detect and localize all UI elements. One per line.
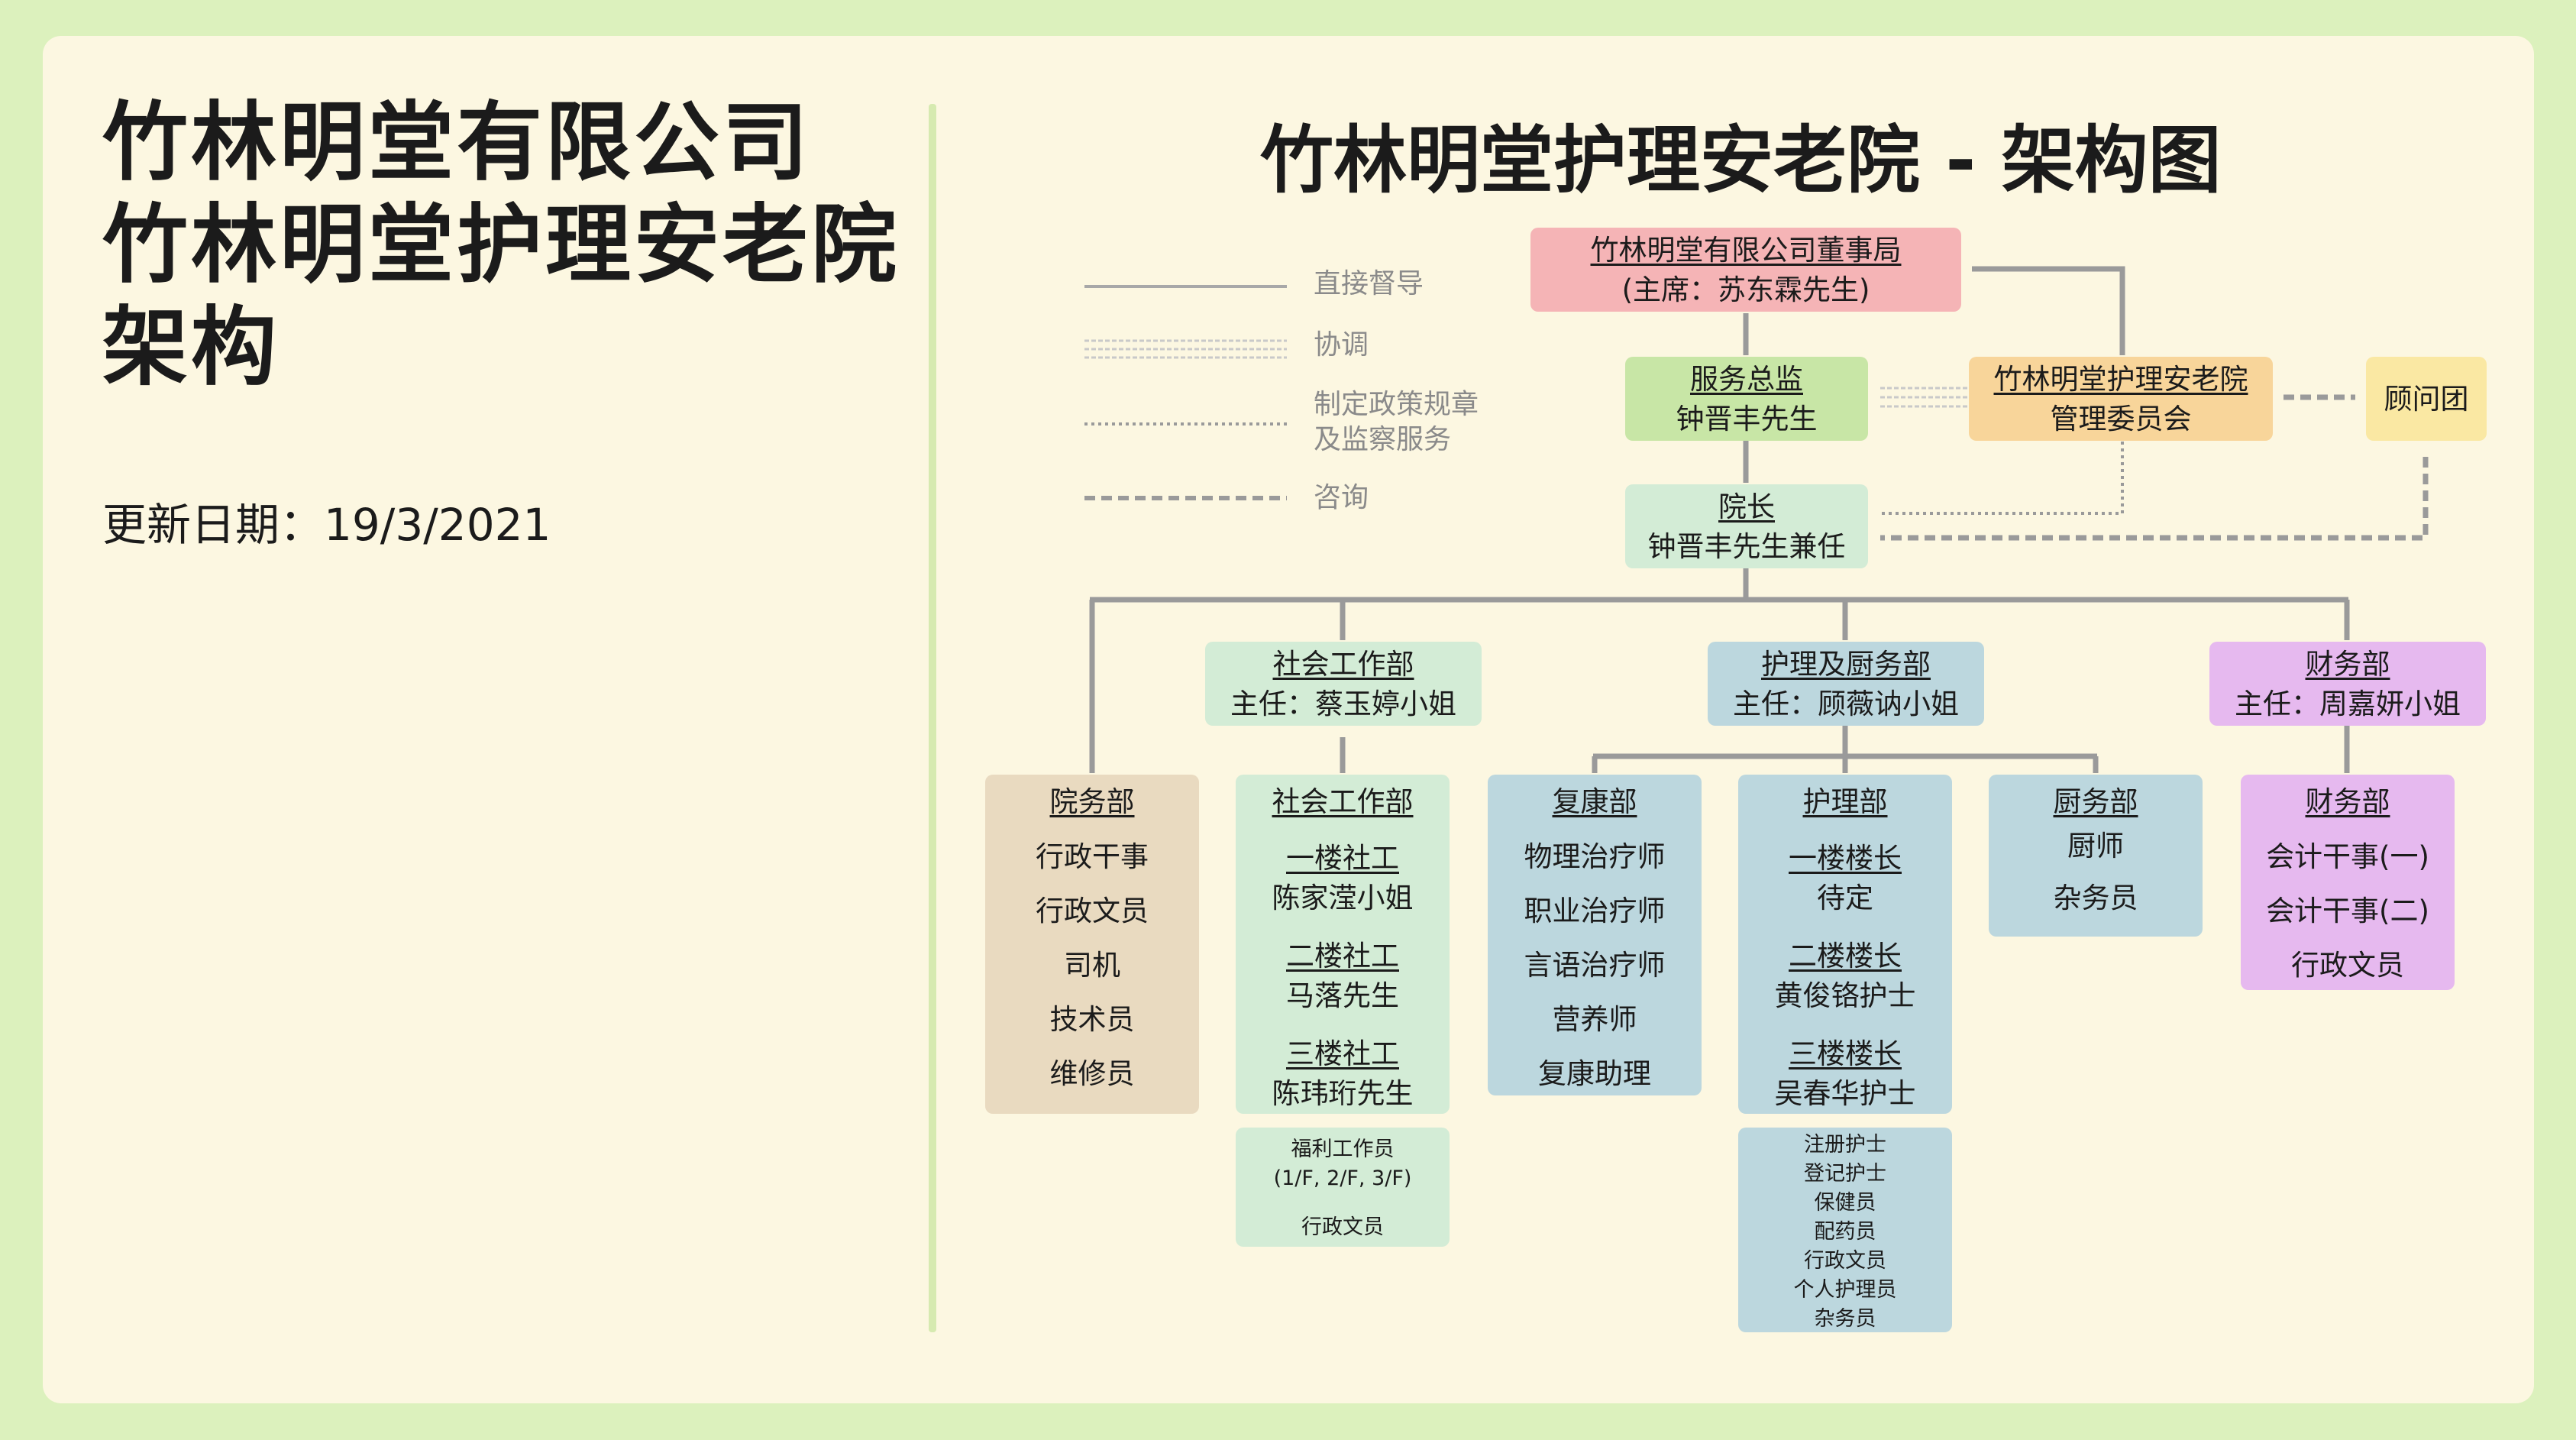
legend-label-consult: 咨询	[1314, 482, 1369, 513]
social-group-name: 马落先生	[1286, 979, 1399, 1012]
nursing-extra-item: 杂务员	[1814, 1307, 1876, 1331]
superintendent-box: 院长 钟晋丰先生兼任	[1625, 484, 1868, 568]
nursing-kitchen-dept-head: 主任：顾薇讷小姐	[1733, 688, 1959, 720]
nursing-unit-title: 护理部	[1802, 785, 1888, 818]
finance-dept-box: 财务部 主任：周嘉妍小姐	[2209, 642, 2486, 726]
superintendent-title: 院长	[1718, 490, 1775, 523]
nursing-extra-item: 注册护士	[1804, 1133, 1886, 1157]
social-dept-head: 主任：蔡玉婷小姐	[1230, 688, 1456, 720]
nursing-extra-item: 保健员	[1814, 1191, 1876, 1215]
service-director-box: 服务总监 钟晋丰先生	[1625, 357, 1868, 441]
nursing-unit-box: 护理部 一楼楼长 待定 二楼楼长 黄俊铬护士 三楼楼长 吴春华护士	[1738, 775, 1952, 1114]
social-extra-box: 福利工作员 (1/F, 2/F, 3/F) 行政文员	[1236, 1128, 1450, 1247]
finance-dept-head: 主任：周嘉妍小姐	[2235, 688, 2461, 720]
advisors-box: 顾问团	[2366, 357, 2487, 441]
committee-box: 竹林明堂护理安老院 管理委员会	[1969, 357, 2273, 441]
nursing-extra-item: 个人护理员	[1793, 1278, 1897, 1302]
title-line-company: 竹林明堂有限公司	[102, 93, 811, 193]
nursing-group-name: 待定	[1817, 882, 1873, 914]
chart-title: 竹林明堂护理安老院 - 架构图	[1260, 118, 2222, 203]
social-dept-title: 社会工作部	[1272, 648, 1414, 681]
social-unit-title: 社会工作部	[1272, 785, 1414, 818]
board-chair: (主席：苏东霖先生)	[1621, 273, 1870, 306]
social-unit-box: 社会工作部 一楼社工 陈家滢小姐 二楼社工 马落先生 三楼社工 陈玮珩先生	[1236, 775, 1450, 1114]
finance-unit-item: 会计干事(一)	[2266, 840, 2429, 873]
rehab-unit-item: 营养师	[1552, 1003, 1637, 1036]
finance-unit-item: 行政文员	[2291, 949, 2404, 982]
legend-label-policy-1: 制定政策规章	[1314, 389, 1479, 420]
social-group-name: 陈家滢小姐	[1272, 882, 1414, 914]
nursing-group-name: 吴春华护士	[1774, 1077, 1916, 1110]
committee-title: 竹林明堂护理安老院	[1993, 363, 2248, 396]
social-extra-item: 行政文员	[1301, 1215, 1384, 1239]
rehab-unit-box: 复康部 物理治疗师 职业治疗师 言语治疗师 营养师 复康助理	[1488, 775, 1702, 1095]
board-box: 竹林明堂有限公司董事局 (主席：苏东霖先生)	[1530, 228, 1961, 312]
title-line-home: 竹林明堂护理安老院	[102, 196, 900, 295]
nursing-extra-item: 配药员	[1814, 1220, 1876, 1244]
admin-unit-title: 院务部	[1049, 785, 1135, 818]
social-extra-floors: (1/F, 2/F, 3/F)	[1273, 1167, 1412, 1190]
vertical-divider	[929, 104, 936, 1332]
social-group-name: 陈玮珩先生	[1272, 1077, 1414, 1110]
update-date: 更新日期：19/3/2021	[102, 499, 551, 551]
nursing-extra-item: 登记护士	[1804, 1162, 1886, 1186]
social-group-title: 三楼社工	[1286, 1037, 1399, 1070]
legend-label-direct: 直接督导	[1314, 268, 1424, 299]
rehab-unit-item: 复康助理	[1538, 1057, 1651, 1090]
nursing-extra-item: 行政文员	[1804, 1249, 1886, 1273]
admin-unit-item: 司机	[1064, 949, 1120, 982]
finance-unit-item: 会计干事(二)	[2266, 895, 2429, 927]
service-director-name: 钟晋丰先生	[1676, 403, 1818, 435]
nursing-kitchen-dept-title: 护理及厨务部	[1761, 648, 1931, 681]
rehab-unit-title: 复康部	[1552, 785, 1637, 818]
committee-sub: 管理委员会	[2050, 403, 2192, 435]
rehab-unit-item: 物理治疗师	[1524, 840, 1666, 873]
legend-label-policy-2: 及监察服务	[1314, 424, 1452, 455]
board-title: 竹林明堂有限公司董事局	[1590, 234, 1902, 267]
kitchen-unit-item: 厨师	[2067, 830, 2124, 862]
kitchen-unit-item: 杂务员	[2053, 882, 2138, 914]
kitchen-unit-box: 厨务部 厨师 杂务员	[1989, 775, 2203, 937]
social-group-title: 一楼社工	[1286, 842, 1399, 875]
admin-unit-box: 院务部 行政干事 行政文员 司机 技术员 维修员	[985, 775, 1199, 1114]
page-title: 竹林明堂有限公司 竹林明堂护理安老院 架构	[102, 92, 900, 399]
admin-unit-item: 技术员	[1049, 1003, 1135, 1036]
admin-unit-item: 行政干事	[1036, 840, 1149, 873]
kitchen-unit-title: 厨务部	[2053, 785, 2138, 818]
finance-dept-title: 财务部	[2305, 648, 2390, 681]
finance-unit-box: 财务部 会计干事(一) 会计干事(二) 行政文员	[2241, 775, 2455, 990]
finance-unit-title: 财务部	[2305, 785, 2390, 818]
admin-unit-item: 维修员	[1049, 1057, 1135, 1090]
title-line-structure: 架构	[102, 298, 280, 397]
service-director-title: 服务总监	[1690, 363, 1803, 396]
nursing-group-name: 黄俊铬护士	[1774, 979, 1916, 1012]
social-extra-item: 福利工作员	[1291, 1137, 1395, 1161]
admin-unit-item: 行政文员	[1036, 895, 1149, 927]
rehab-unit-item: 职业治疗师	[1524, 895, 1666, 927]
nursing-extra-box: 注册护士 登记护士 保健员 配药员 行政文员 个人护理员 杂务员	[1738, 1128, 1952, 1332]
nursing-group-title: 三楼楼长	[1789, 1037, 1902, 1070]
rehab-unit-item: 言语治疗师	[1524, 949, 1666, 982]
nursing-group-title: 一楼楼长	[1789, 842, 1902, 875]
legend-label-coord: 协调	[1314, 329, 1369, 361]
nursing-group-title: 二楼楼长	[1789, 940, 1902, 972]
social-dept-box: 社会工作部 主任：蔡玉婷小姐	[1205, 642, 1482, 726]
nursing-kitchen-dept-box: 护理及厨务部 主任：顾薇讷小姐	[1708, 642, 1984, 726]
advisors-title: 顾问团	[2384, 383, 2469, 416]
social-group-title: 二楼社工	[1286, 940, 1399, 972]
superintendent-name: 钟晋丰先生兼任	[1647, 530, 1846, 563]
